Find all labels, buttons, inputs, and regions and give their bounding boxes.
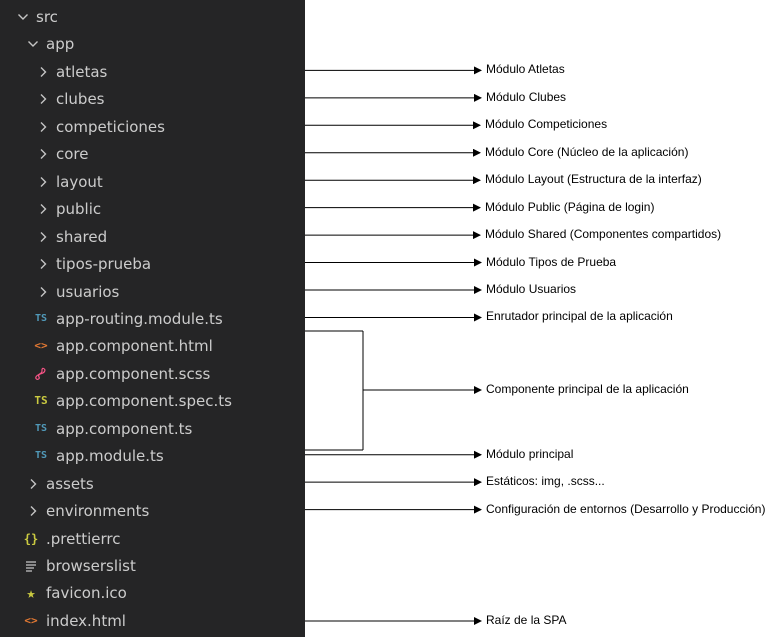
sass-icon: [33, 366, 49, 382]
tree-item-label: browserslist: [46, 557, 136, 575]
tree-item-assets[interactable]: assets: [0, 471, 305, 498]
tree-item-environments[interactable]: environments: [0, 498, 305, 525]
tree-item-label: tipos-prueba: [56, 255, 152, 274]
file-explorer-tree: src app atletas clubes competiciones core layo…: [0, 0, 305, 637]
tree-item-label: core: [56, 145, 89, 164]
tree-item-label: index.html: [46, 611, 126, 630]
annotation-label: Configuración de entornos (Desarrollo y …: [486, 501, 766, 516]
typescript-spec-icon: TS: [34, 394, 48, 408]
tree-item-core[interactable]: core: [0, 141, 305, 168]
tree-item-label: favicon.ico: [46, 584, 127, 603]
annotation-label: Enrutador principal de la aplicación: [486, 309, 673, 324]
tree-item-tipos-prueba[interactable]: tipos-prueba: [0, 251, 305, 278]
annotation-label: Módulo Layout (Estructura de la interfaz…: [485, 172, 702, 187]
typescript-icon: TS: [34, 312, 48, 324]
html-icon: <>: [24, 613, 38, 627]
tree-item-public[interactable]: public: [0, 196, 305, 223]
chevron-down-icon[interactable]: [16, 10, 30, 24]
tree-item-app-routing-module-ts[interactable]: TS app-routing.module.ts: [0, 306, 305, 333]
tree-item-label: app-routing.module.ts: [56, 309, 223, 328]
tree-item-favicon-ico[interactable]: ★ favicon.ico: [0, 580, 305, 607]
annotation-label: Módulo principal: [486, 446, 574, 461]
annotation-label: Módulo Competiciones: [485, 117, 608, 132]
annotation-label: Raíz de la SPA: [486, 613, 567, 627]
tree-item-app-component-spec-ts[interactable]: TS app.component.spec.ts: [0, 388, 305, 415]
tree-item-prettierrc[interactable]: {} .prettierrc: [0, 526, 305, 553]
typescript-icon: TS: [34, 450, 48, 462]
tree-item-label: clubes: [56, 90, 105, 109]
tree-item-label: atletas: [56, 62, 108, 81]
tree-item-label: public: [56, 200, 102, 219]
tree-item-label: app: [46, 35, 75, 54]
tree-item-label: competiciones: [56, 117, 165, 136]
tree-item-label: src: [36, 8, 58, 26]
tree-item-app[interactable]: app: [0, 31, 305, 58]
chevron-right-icon[interactable]: [36, 92, 50, 106]
tree-item-layout[interactable]: layout: [0, 169, 305, 196]
tree-item-clubes[interactable]: clubes: [0, 86, 305, 113]
chevron-right-icon[interactable]: [36, 202, 50, 216]
tree-item-label: layout: [56, 172, 103, 191]
tree-item-src[interactable]: src: [0, 4, 305, 31]
chevron-down-icon[interactable]: [26, 37, 40, 51]
chevron-right-icon[interactable]: [36, 175, 50, 189]
list-lines-icon: [23, 558, 39, 574]
tree-item-app-module-ts[interactable]: TS app.module.ts: [0, 443, 305, 470]
annotation-label: Módulo Atletas: [486, 62, 565, 77]
json-braces-icon: {}: [23, 531, 39, 546]
tree-item-browserslist[interactable]: browserslist: [0, 553, 305, 580]
tree-item-app-component-ts[interactable]: TS app.component.ts: [0, 416, 305, 443]
annotation-label: Módulo Core (Núcleo de la aplicación): [485, 144, 689, 159]
tree-item-label: app.component.scss: [56, 364, 211, 383]
tree-item-atletas[interactable]: atletas: [0, 59, 305, 86]
tree-item-label: app.module.ts: [56, 447, 164, 466]
tree-item-app-component-scss[interactable]: app.component.scss: [0, 361, 305, 388]
tree-item-label: assets: [46, 474, 94, 493]
tree-item-label: usuarios: [56, 282, 120, 301]
tree-item-shared[interactable]: shared: [0, 224, 305, 251]
chevron-right-icon[interactable]: [36, 257, 50, 271]
tree-item-label: shared: [56, 227, 108, 246]
tree-item-label: app.component.spec.ts: [56, 392, 232, 411]
annotation-label: Módulo Usuarios: [486, 282, 577, 296]
chevron-right-icon[interactable]: [36, 120, 50, 134]
annotation-label: Módulo Clubes: [486, 89, 567, 104]
tree-item-app-component-html[interactable]: <> app.component.html: [0, 333, 305, 360]
tree-item-index-html[interactable]: <> index.html: [0, 608, 305, 635]
chevron-right-icon[interactable]: [36, 230, 50, 244]
chevron-right-icon[interactable]: [26, 477, 40, 491]
chevron-right-icon[interactable]: [26, 504, 40, 518]
annotation-label: Módulo Tipos de Prueba: [486, 254, 617, 269]
typescript-icon: TS: [34, 422, 48, 434]
chevron-right-icon[interactable]: [36, 65, 50, 79]
tree-item-label: app.component.ts: [56, 419, 193, 438]
html-icon: <>: [34, 339, 48, 353]
tree-item-label: environments: [46, 502, 150, 521]
annotation-label: Módulo Shared (Componentes compartidos): [485, 227, 722, 242]
tree-item-usuarios[interactable]: usuarios: [0, 279, 305, 306]
annotation-label: Estáticos: img, .scss...: [486, 474, 605, 489]
tree-item-label: app.component.html: [56, 337, 213, 356]
chevron-right-icon[interactable]: [36, 147, 50, 161]
chevron-right-icon[interactable]: [36, 285, 50, 299]
tree-item-label: .prettierrc: [46, 529, 121, 548]
star-icon: ★: [26, 584, 36, 603]
annotation-label: Módulo Public (Página de login): [485, 199, 655, 214]
annotation-label: Componente principal de la aplicación: [486, 382, 689, 396]
tree-item-competiciones[interactable]: competiciones: [0, 114, 305, 141]
